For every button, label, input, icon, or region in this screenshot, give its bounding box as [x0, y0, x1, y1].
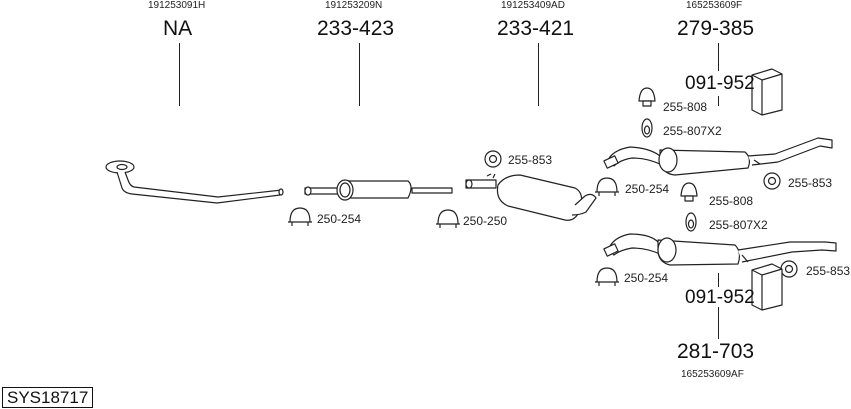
clamp-label-front-box[interactable]: 250-250 — [463, 214, 508, 228]
lower-rear-silencer-icon — [603, 233, 837, 266]
mounting-ring-icon — [641, 118, 697, 232]
leader-line-rear-silencer-top — [718, 43, 719, 71]
rubber-ring-icon — [484, 150, 798, 278]
leader-line-lower-silencer — [718, 307, 719, 339]
leader-line-middle-silencer — [359, 43, 360, 106]
mounting-kit-box-icon — [751, 68, 783, 311]
leader-line-front-silencer — [538, 43, 539, 106]
system-code-box: SYS18717 — [2, 387, 94, 408]
part-number-front-pipe[interactable]: NA — [163, 17, 193, 40]
clamp-icon — [288, 177, 619, 286]
clamp-label-upper-rear[interactable]: 250-254 — [625, 182, 670, 196]
oem-number-front-silencer: 191253409AD — [501, 0, 565, 11]
leader-line-rear-silencer-mid — [718, 96, 719, 106]
middle-silencer-icon — [304, 179, 453, 201]
part-number-lower-rear-silencer[interactable]: 281-703 — [677, 340, 755, 363]
rubber-hanger-icon — [638, 87, 698, 202]
oem-number-middle-silencer: 191253209N — [325, 0, 383, 11]
front-pipe-icon — [105, 160, 284, 204]
part-number-front-silencer[interactable]: 233-421 — [497, 17, 575, 40]
rubber-ring-label-lower-rear[interactable]: 255-853 — [806, 264, 851, 278]
part-number-rear-silencer[interactable]: 279-385 — [677, 17, 755, 40]
oem-number-front-pipe: 191253091H — [148, 0, 206, 11]
mounting-kit-label-lower[interactable]: 091-952 — [685, 287, 755, 308]
mount-ring-label-lower[interactable]: 255-807X2 — [709, 218, 768, 232]
upper-rear-silencer-icon — [603, 137, 833, 176]
clamp-label-middle[interactable]: 250-254 — [317, 212, 362, 226]
rubber-ring-label-upper-rear[interactable]: 255-853 — [788, 176, 833, 190]
part-number-middle-silencer[interactable]: 233-423 — [317, 17, 395, 40]
hanger-label-upper[interactable]: 255-808 — [663, 100, 708, 114]
clamp-label-lower-rear[interactable]: 250-254 — [624, 271, 669, 285]
oem-number-lower-rear-silencer: 165253609AF — [681, 369, 744, 380]
mount-ring-label-upper[interactable]: 255-807X2 — [663, 124, 722, 138]
oem-number-rear-silencer: 165253609F — [686, 0, 743, 11]
front-silencer-icon — [465, 173, 597, 221]
mounting-kit-label-upper[interactable]: 091-952 — [685, 73, 755, 94]
rubber-ring-label-front-box[interactable]: 255-853 — [508, 153, 553, 167]
leader-line-lower-bracket — [718, 273, 719, 287]
hanger-label-lower[interactable]: 255-808 — [709, 194, 754, 208]
leader-line-front-pipe — [179, 43, 180, 106]
